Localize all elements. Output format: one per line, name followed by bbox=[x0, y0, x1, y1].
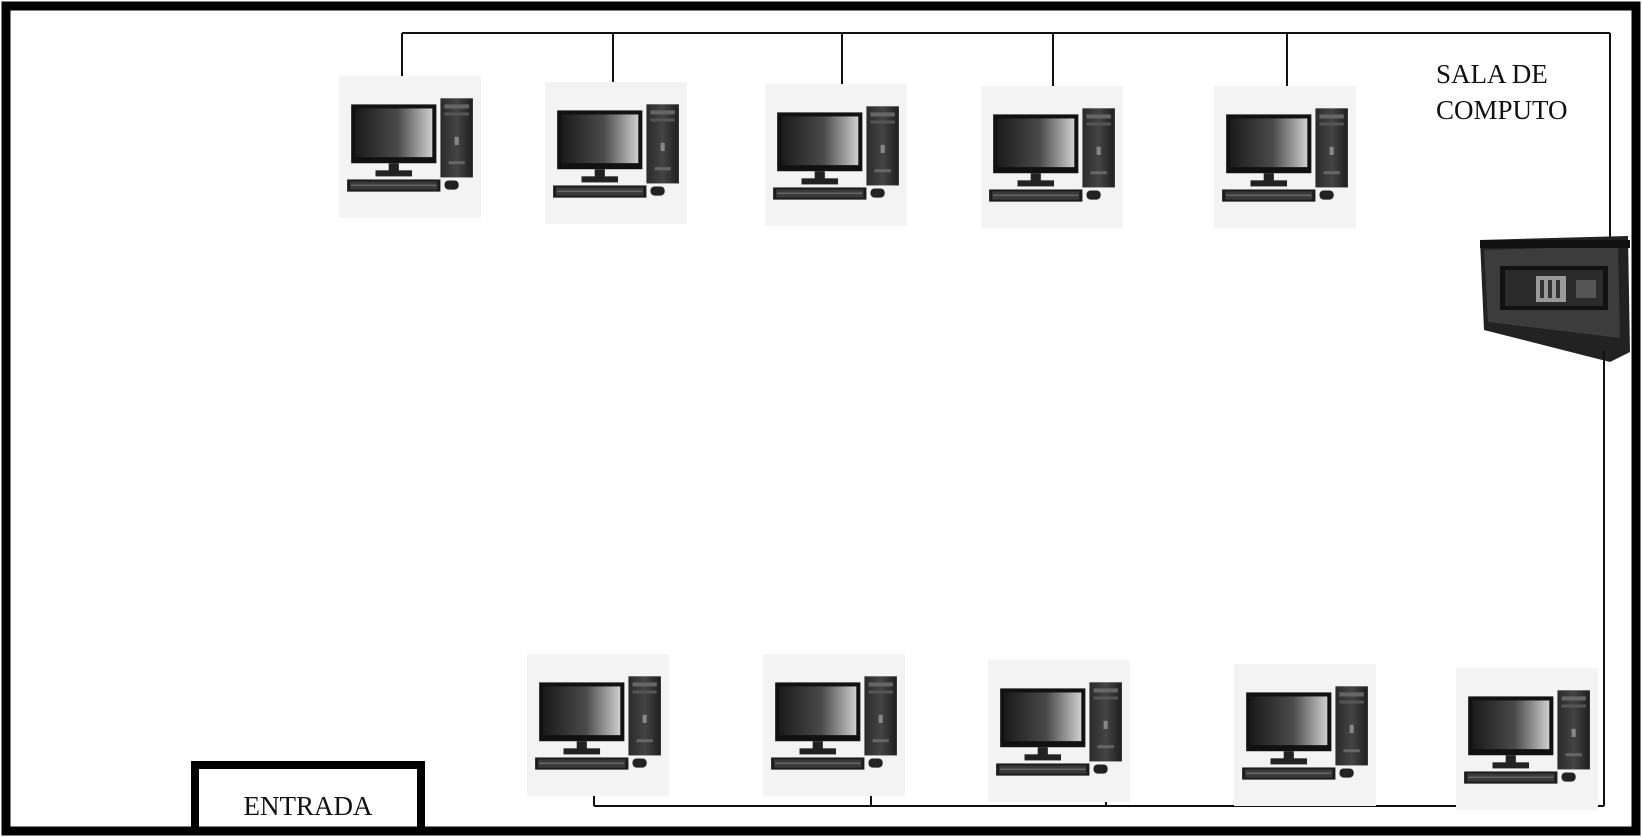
computer-icon bbox=[527, 654, 669, 796]
computer-icon bbox=[545, 82, 687, 224]
computer-icon bbox=[765, 84, 907, 226]
entrance-label: ENTRADA bbox=[199, 791, 417, 822]
computer-icon bbox=[988, 660, 1130, 802]
computer-icon bbox=[763, 654, 905, 796]
switch-rack-icon bbox=[1480, 236, 1630, 362]
room-title-line1: SALA DE bbox=[1436, 56, 1568, 92]
computer-icon bbox=[1456, 668, 1598, 810]
computer-icon bbox=[1214, 86, 1356, 228]
computer-icon bbox=[1234, 664, 1376, 806]
computer-icon bbox=[981, 86, 1123, 228]
room-title: SALA DE COMPUTO bbox=[1436, 56, 1568, 128]
entrance-door: ENTRADA bbox=[191, 761, 425, 833]
computer-icon bbox=[339, 76, 481, 218]
room-title-line2: COMPUTO bbox=[1436, 92, 1568, 128]
